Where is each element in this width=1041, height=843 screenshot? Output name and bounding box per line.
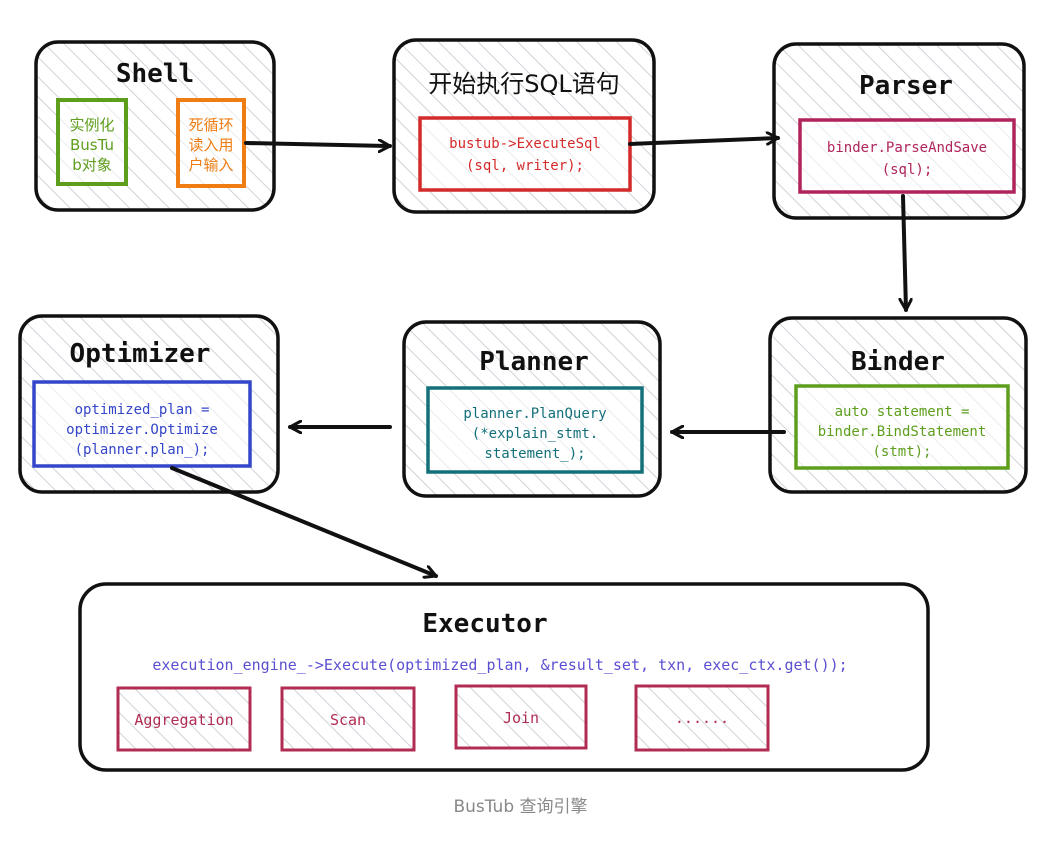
shell-loop-box: 死循环 读入用 户输入 bbox=[176, 98, 246, 188]
shell-instantiate-box: 实例化 BusTu b对象 bbox=[56, 98, 128, 186]
binder-code-line-3: (stmt); bbox=[872, 444, 931, 460]
shell-instantiate-line-3: b对象 bbox=[72, 156, 112, 174]
planner-node: Planner planner.PlanQuery (*explain_stmt… bbox=[402, 320, 662, 498]
operator-scan-label: Scan bbox=[330, 711, 366, 729]
shell-loop-line-1: 死循环 bbox=[188, 116, 233, 134]
shell-instantiate-line-1: 实例化 bbox=[69, 116, 114, 134]
execute-sql-code-line-2: (sql, writer); bbox=[466, 158, 584, 174]
figure-caption: BusTub 查询引擎 bbox=[453, 797, 588, 817]
parser-title: Parser bbox=[859, 71, 953, 101]
executor-node: Executor execution_engine_->Execute(opti… bbox=[78, 582, 930, 772]
optimizer-node: Optimizer optimized_plan = optimizer.Opt… bbox=[18, 314, 280, 494]
planner-code-line-1: planner.PlanQuery bbox=[463, 406, 606, 422]
executor-title: Executor bbox=[422, 609, 547, 639]
planner-code-line-3: statement_); bbox=[484, 446, 585, 462]
execute-sql-node: 开始执行SQL语句 bustub->ExecuteSql (sql, write… bbox=[392, 38, 656, 214]
binder-code-line-2: binder.BindStatement bbox=[818, 424, 987, 440]
shell-title: Shell bbox=[116, 59, 194, 89]
optimizer-code-line-1: optimized_plan = bbox=[75, 402, 210, 418]
query-engine-diagram: Shell 实例化 BusTu b对象 死循环 读入用 户输入 开始执行SQL语… bbox=[18, 38, 1028, 772]
shell-loop-line-2: 读入用 bbox=[188, 136, 233, 154]
arrow-optimizer-to-executor bbox=[170, 466, 438, 576]
flow-arrows bbox=[170, 138, 906, 576]
execute-sql-title: 开始执行SQL语句 bbox=[428, 70, 620, 98]
optimizer-title: Optimizer bbox=[70, 339, 211, 369]
executor-code: execution_engine_->Execute(optimized_pla… bbox=[152, 656, 847, 674]
operator-aggregation: Aggregation bbox=[116, 686, 252, 752]
operator-scan: Scan bbox=[280, 686, 416, 752]
shell-loop-line-3: 户输入 bbox=[188, 156, 233, 174]
operator-join: Join bbox=[454, 684, 588, 750]
arrow-parser-to-binder bbox=[903, 194, 906, 312]
operator-aggregation-label: Aggregation bbox=[134, 711, 233, 729]
operator-join-label: Join bbox=[503, 709, 539, 727]
binder-node: Binder auto statement = binder.BindState… bbox=[768, 316, 1028, 494]
binder-title: Binder bbox=[851, 347, 945, 377]
planner-code-line-2: (*explain_stmt. bbox=[472, 426, 598, 442]
optimizer-code-line-2: optimizer.Optimize bbox=[66, 422, 218, 438]
binder-code-line-1: auto statement = bbox=[835, 404, 970, 420]
execute-sql-code-line-1: bustub->ExecuteSql bbox=[449, 136, 601, 152]
parser-node: Parser binder.ParseAndSave (sql); bbox=[772, 42, 1026, 220]
arrow-execute-to-parser bbox=[628, 138, 780, 146]
operator-more-label: ...... bbox=[675, 709, 729, 727]
optimizer-code-line-3: (planner.plan_); bbox=[75, 442, 210, 458]
parser-code-line-1: binder.ParseAndSave bbox=[827, 140, 987, 156]
shell-instantiate-line-2: BusTu bbox=[70, 136, 114, 154]
arrow-shell-to-execute bbox=[244, 143, 392, 146]
shell-node: Shell 实例化 BusTu b对象 死循环 读入用 户输入 bbox=[34, 40, 276, 212]
parser-code-line-2: (sql); bbox=[882, 162, 933, 178]
planner-title: Planner bbox=[479, 347, 589, 377]
operator-more: ...... bbox=[634, 684, 770, 752]
